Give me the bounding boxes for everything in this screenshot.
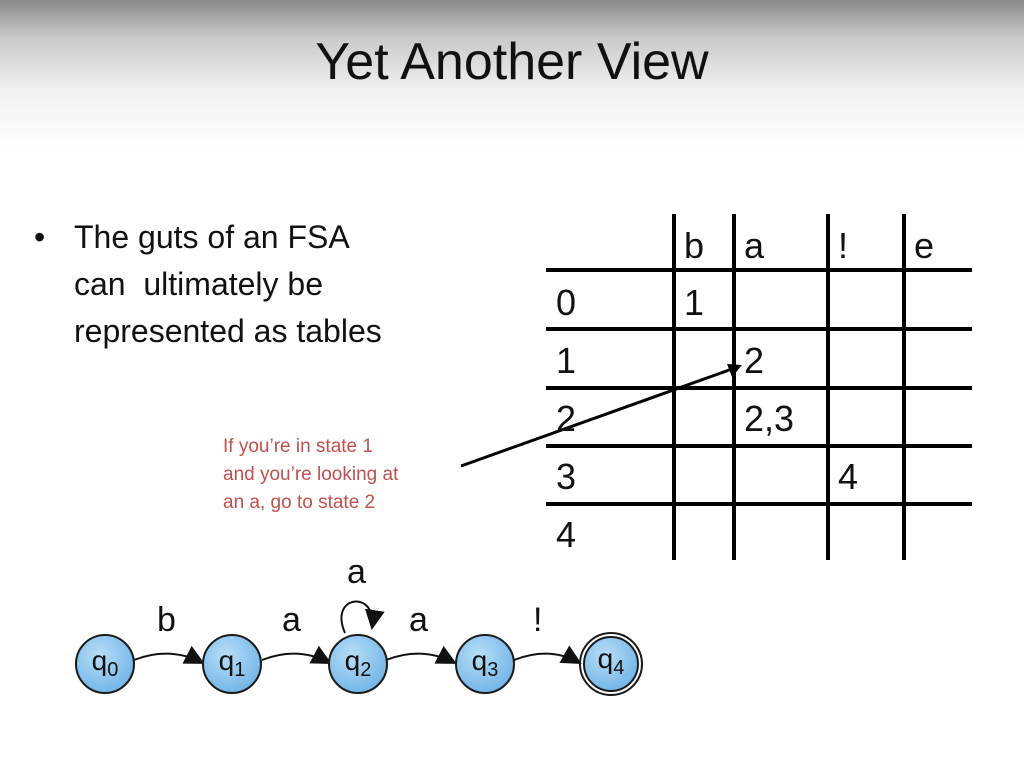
slide-title: Yet Another View [315,33,709,91]
state-node-q3 [455,634,515,694]
callout-arrow-head-icon [727,364,742,377]
accept-ring-q4 [579,632,643,696]
table-column-header: a [744,225,765,266]
state-node-q1 [202,634,262,694]
edge-q1-q2 [261,645,332,664]
table-row-state: 0 [556,282,577,323]
bullet-dot-icon: • [34,219,46,255]
table-row-state: 4 [556,514,577,555]
state-label-q1: q1 [218,645,246,682]
self-loop-q2 [340,600,385,634]
table-cell: 4 [838,456,859,497]
state-node-q4 [583,636,639,692]
title-band [0,0,1024,150]
table-cell: 1 [684,282,705,323]
table-cell: 2,3 [744,398,795,439]
callout-arrow-line [460,367,733,468]
bullet-line: The guts of an FSA [74,219,350,255]
table-cell: 2 [744,340,765,381]
edge-label: a [282,601,301,639]
callout-line: and you’re looking at [223,464,399,485]
table-column-header: ! [838,225,849,266]
edge-label: a [409,601,428,639]
bullet-line: represented as tables [74,313,382,349]
bullet-text: The guts of an FSA can ultimately be rep… [74,214,454,355]
callout-annotation: If you’re in state 1 and you’re looking … [223,433,463,517]
callout-line: If you’re in state 1 [223,436,373,457]
self-loop-label: a [347,553,366,591]
edge-q0-q1 [133,645,205,664]
state-label-q4: q4 [597,643,625,680]
state-node-q2 [328,634,388,694]
state-label-q0: q0 [91,645,119,682]
table-column-header: b [684,225,705,266]
table-row-state: 3 [556,456,577,497]
edge-label: ! [533,601,543,639]
state-label-q2: q2 [344,645,372,682]
table-row-state: 2 [556,398,577,439]
edge-label: b [157,601,176,639]
edge-q2-q3 [385,645,457,664]
table-row-state: 1 [556,340,577,381]
bullet-line: can ultimately be [74,266,324,302]
state-label-q3: q3 [471,645,499,682]
callout-line: an a, go to state 2 [223,492,376,513]
table-column-header: e [914,225,935,266]
state-node-q0 [75,634,135,694]
edge-q3-q4 [513,645,582,664]
